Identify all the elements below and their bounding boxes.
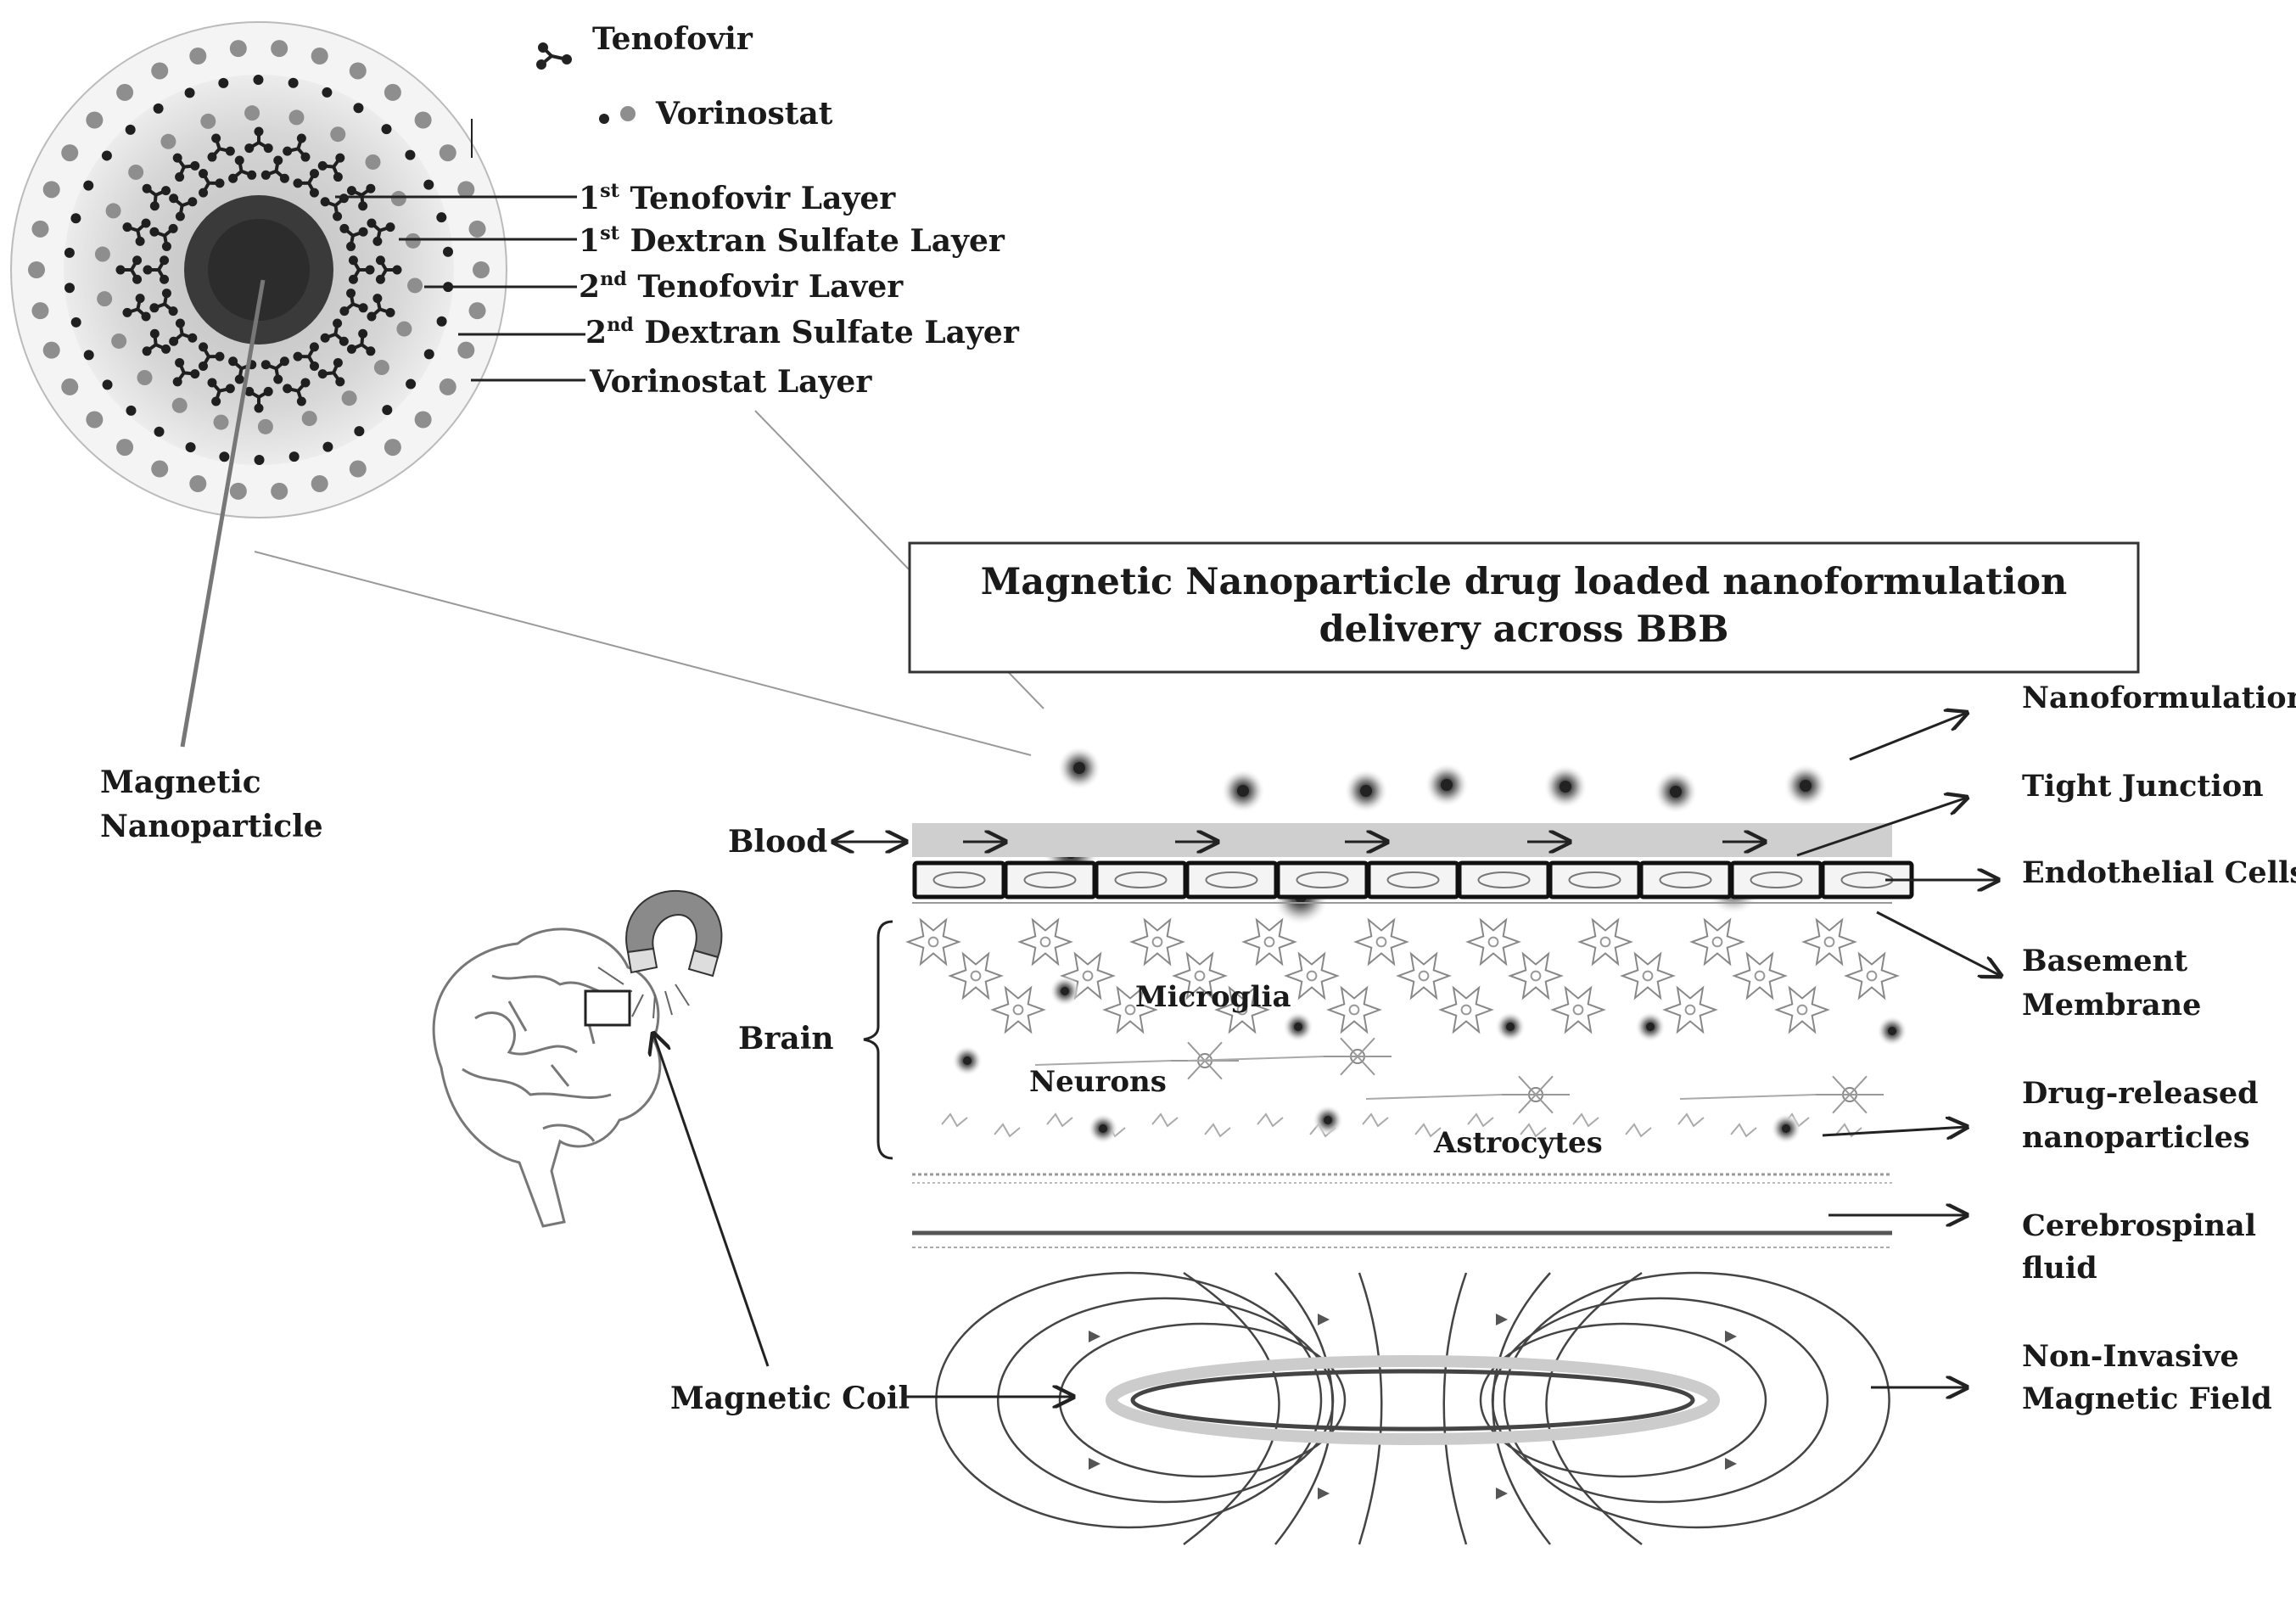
blood-band (912, 823, 1892, 857)
nanoformulation-label: Nanoformulation (2022, 681, 2296, 715)
magnetic-field-label-1: Non-Invasive (2022, 1339, 2239, 1374)
brain-label: Brain (738, 1021, 834, 1056)
layer-label-2nd-dextran: 2nd Dextran Sulfate Layer (585, 314, 1020, 350)
legend-vorinostat: Vorinostat (599, 96, 833, 132)
magnetic-coil-label: Magnetic Coil (670, 1381, 910, 1416)
magnetic-coil-ring (1112, 1361, 1714, 1439)
brain-tissue (908, 920, 1907, 1144)
tight-junction-label: Tight Junction (2022, 769, 2264, 804)
right-arrows (1797, 713, 2001, 1387)
magnetic-field-lines (936, 1273, 1889, 1544)
magnetic-field-label-2: Magnetic Field (2022, 1381, 2272, 1416)
brain-icon (434, 929, 660, 1226)
legend-tenofovir: Tenofovir (538, 21, 753, 68)
layer-label-1st-dextran: 1st Dextran Sulfate Layer (579, 222, 1005, 259)
microglia-label: Microglia (1135, 980, 1291, 1014)
core-label-line2: Nanoparticle (100, 809, 323, 844)
astrocytes-label: Astrocytes (1433, 1126, 1603, 1160)
neurons-label: Neurons (1029, 1065, 1167, 1099)
blood-label: Blood (728, 824, 827, 860)
basement-membrane-label-1: Basement (2022, 944, 2187, 978)
vorinostat-icon (599, 106, 636, 124)
layer-label-2nd-tenofovir: 2nd Tenofovir Laver (579, 268, 904, 305)
title-box: Magnetic Nanoparticle drug loaded nanofo… (910, 543, 2138, 672)
core-label-line1: Magnetic (100, 765, 261, 800)
endothelial-cells-label: Endothelial Cells (2022, 855, 2296, 890)
csf-lines (912, 1174, 1892, 1247)
basement-membrane-label-2: Membrane (2022, 988, 2201, 1023)
title-line2: delivery across BBB (1319, 608, 1729, 651)
drug-released-label-1: Drug-released (2022, 1076, 2259, 1111)
nanoparticle-illustration (11, 22, 507, 518)
title-line1: Magnetic Nanoparticle drug loaded nanofo… (981, 561, 2068, 603)
drug-released-label-2: nanoparticles (2022, 1120, 2250, 1155)
legend-vorinostat-label: Vorinostat (655, 96, 833, 132)
brain-brace (864, 922, 893, 1158)
layer-label-vorinostat: Vorinostat Layer (589, 364, 872, 400)
csf-label-2: fluid (2022, 1251, 2097, 1286)
legend-tenofovir-label: Tenofovir (592, 21, 753, 57)
csf-label-1: Cerebrospinal (2022, 1208, 2256, 1243)
layer-label-1st-tenofovir: 1st Tenofovir Layer (579, 180, 896, 216)
coil-icon (585, 991, 630, 1025)
endothelial-cell-row (912, 863, 1912, 903)
tenofovir-icon (538, 44, 570, 68)
coil-to-icon-arrow (653, 1034, 768, 1366)
